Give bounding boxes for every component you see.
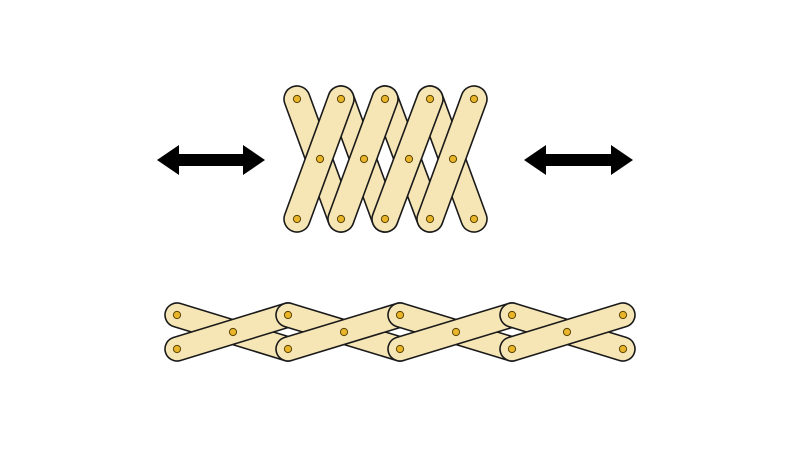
pivot-pin xyxy=(336,214,346,224)
extended-scissor-linkage xyxy=(164,302,636,362)
pivot-pin xyxy=(425,214,435,224)
pivot-pin xyxy=(172,344,182,354)
pivot-pin xyxy=(283,310,293,320)
pivot-pin xyxy=(380,94,390,104)
double-arrow-icon xyxy=(157,145,265,175)
pivot-pin xyxy=(448,154,458,164)
pivot-pin xyxy=(292,214,302,224)
pivot-pin xyxy=(339,327,349,337)
pivot-pin xyxy=(469,214,479,224)
pivot-pin xyxy=(507,344,517,354)
pivot-pin xyxy=(395,310,405,320)
pivot-pin xyxy=(469,94,479,104)
pivot-pin xyxy=(451,327,461,337)
pivot-pin xyxy=(315,154,325,164)
pivot-pin xyxy=(618,344,628,354)
pivot-pin xyxy=(404,154,414,164)
pivot-pin xyxy=(425,94,435,104)
pivot-pin xyxy=(395,344,405,354)
pivot-pin xyxy=(228,327,238,337)
pivot-pin xyxy=(618,310,628,320)
pivot-pin xyxy=(292,94,302,104)
pivot-pin xyxy=(283,344,293,354)
pivot-pin xyxy=(172,310,182,320)
pivot-pin xyxy=(507,310,517,320)
pivot-pin xyxy=(336,94,346,104)
pivot-pin xyxy=(359,154,369,164)
pivot-pin xyxy=(562,327,572,337)
double-arrow-icon xyxy=(524,145,633,175)
pivot-pin xyxy=(380,214,390,224)
compressed-scissor-linkage xyxy=(283,85,488,233)
